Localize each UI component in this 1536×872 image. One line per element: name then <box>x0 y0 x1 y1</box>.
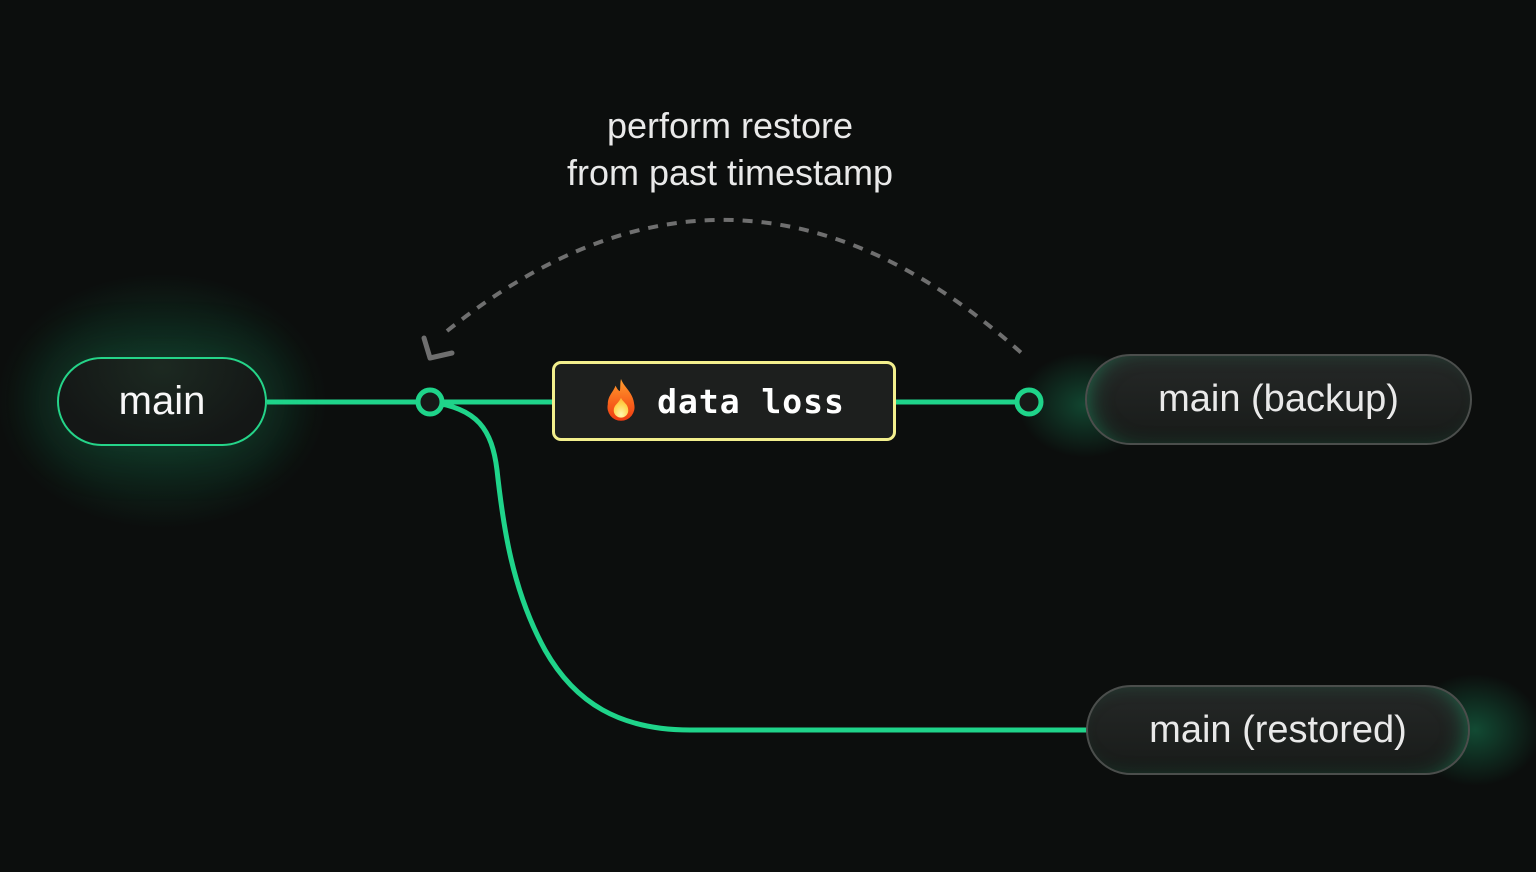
branch-node-main: main <box>57 357 267 446</box>
data-loss-event-box: data loss <box>552 361 896 441</box>
commit-node-branch-point <box>415 387 445 417</box>
restore-branch-curve <box>429 399 1092 733</box>
restore-annotation-line2: from past timestamp <box>566 152 894 193</box>
restore-annotation: perform restore from past timestamp <box>567 102 893 196</box>
fire-icon <box>607 379 635 421</box>
branch-node-backup: main (backup) <box>1085 354 1472 445</box>
branch-node-main-label: main <box>118 379 206 423</box>
restore-arrowhead-icon <box>421 335 455 361</box>
commit-node-backup-point <box>1014 387 1044 417</box>
data-loss-label: data loss <box>657 381 845 421</box>
branch-node-backup-label: main (backup) <box>1158 378 1399 420</box>
branch-node-restored: main (restored) <box>1086 685 1470 775</box>
restore-dashed-arc <box>445 217 1029 360</box>
restore-annotation-line1: perform restore <box>606 105 854 146</box>
branch-node-restored-label: main (restored) <box>1149 708 1407 751</box>
